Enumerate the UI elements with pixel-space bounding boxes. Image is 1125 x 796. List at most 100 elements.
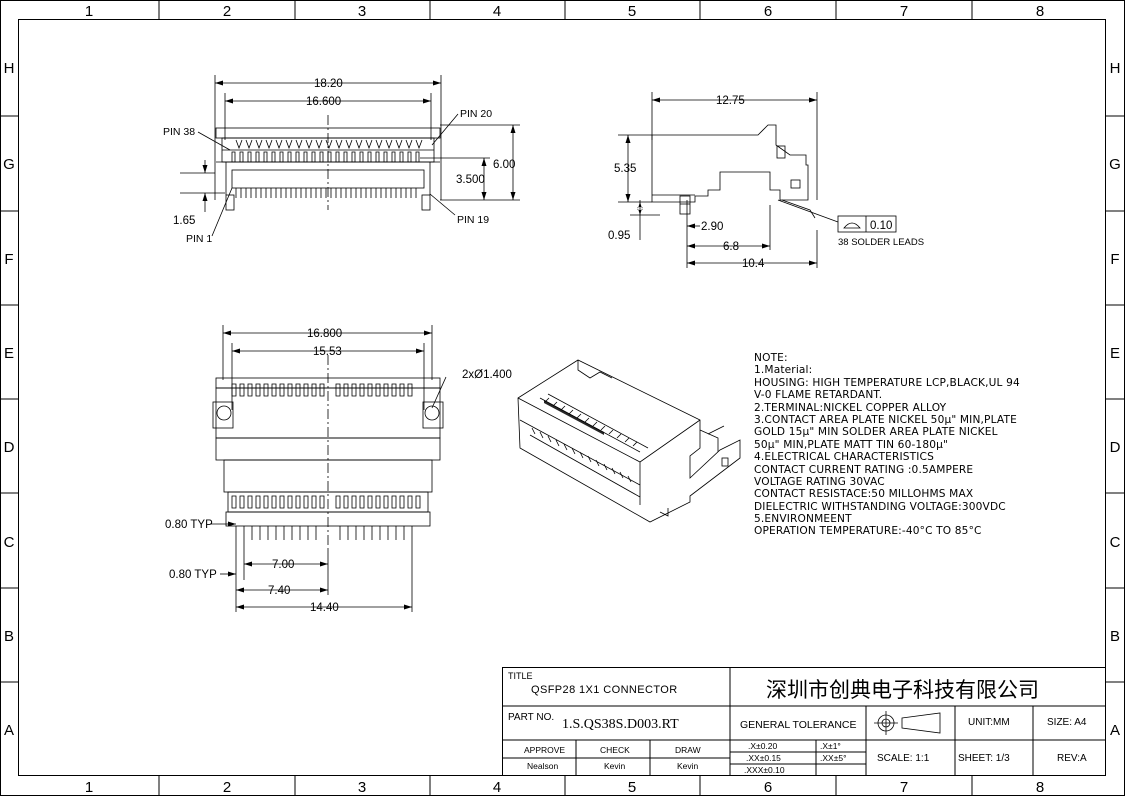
dim-700: 7.00 — [272, 559, 294, 571]
dim-1440: 14.40 — [310, 602, 339, 614]
angle-tolerance-1: .X±1° — [820, 741, 841, 751]
row-label: C — [1110, 534, 1121, 551]
row-label: B — [1110, 628, 1120, 645]
note-line: VOLTAGE RATING 30VAC — [754, 475, 885, 488]
tolerance-2: .XX±0.15 — [746, 753, 781, 763]
col-label: 2 — [223, 779, 231, 796]
row-label: H — [1110, 60, 1121, 77]
top-view-arrows — [202, 80, 516, 201]
hole-spec: 2xØ1.400 — [462, 369, 512, 381]
part-number: 1.S.QS38S.D003.RT — [562, 717, 679, 732]
pin-38-label: PIN 38 — [163, 126, 195, 138]
top-view-labels: 18.20 16.600 6.00 3.500 1.65 PIN 38 PIN … — [163, 78, 515, 245]
col-label: 3 — [358, 3, 366, 20]
col-label: 4 — [493, 3, 501, 20]
note-line: CONTACT CURRENT RATING :0.5AMPERE — [754, 463, 974, 476]
check-label: CHECK — [600, 745, 630, 755]
pin-1-label: PIN 1 — [186, 233, 212, 245]
row-label: A — [1110, 722, 1120, 739]
note-line: DIELECTRIC WITHSTANDING VOLTAGE:300VDC — [754, 500, 1006, 513]
note-line: 5.ENVIRONMEENT — [754, 513, 852, 526]
dim-overall-width: 16.800 — [307, 328, 342, 340]
isometric-contacts — [544, 400, 604, 435]
title-block-text: TITLE QSFP28 1X1 CONNECTOR 深圳市创典电子科技有限公司… — [508, 671, 1087, 775]
side-view — [618, 92, 897, 268]
pitch-typ: 0.80 TYP — [165, 519, 213, 531]
scale: SCALE: 1:1 — [877, 753, 930, 764]
note-line: CONTACT RESISTACE:50 MILLOHMS MAX — [754, 488, 974, 501]
note-line: 50μ" MIN,PLATE MATT TIN 60-180μ" — [754, 438, 949, 451]
side-view-labels: 12.75 5.35 2.90 0.95 6.8 10.4 0.10 38 SO… — [608, 95, 924, 270]
side-view-arrows — [625, 97, 817, 266]
col-label: 7 — [900, 3, 908, 20]
col-label: 4 — [493, 779, 501, 796]
title-label: TITLE — [508, 671, 533, 681]
pitch-typ: 0.80 TYP — [169, 569, 217, 581]
col-label: 6 — [764, 779, 772, 796]
notes-block: NOTE: 1.Material: HOUSING: HIGH TEMPERAT… — [754, 352, 1020, 538]
dim-740: 7.40 — [268, 585, 290, 597]
row-label: F — [4, 251, 13, 268]
note-line: 1.Material: — [754, 364, 813, 377]
projection-symbol — [874, 711, 941, 735]
note-line: GOLD 15μ" MIN SOLDER AREA PLATE NICKEL — [754, 426, 998, 439]
row-label: G — [3, 156, 15, 173]
sheet-size: SIZE: A4 — [1047, 717, 1087, 728]
revision: REV:A — [1057, 753, 1087, 764]
tolerance-1: .X±0.20 — [748, 741, 778, 751]
col-label: 7 — [900, 779, 908, 796]
isometric-view — [517, 359, 741, 523]
dim-68: 6.8 — [723, 241, 739, 253]
angle-tolerance-2: .XX±5° — [820, 753, 847, 763]
row-label: D — [1110, 439, 1121, 456]
col-label: 1 — [85, 779, 93, 796]
row-label: E — [4, 345, 14, 362]
col-label: 8 — [1036, 779, 1044, 796]
row-label: E — [1110, 345, 1120, 362]
note-line: HOUSING: HIGH TEMPERATURE LCP,BLACK,UL 9… — [754, 376, 1020, 389]
note-line: OPERATION TEMPERATURE:-40°C TO 85°C — [754, 525, 982, 538]
unit: UNIT:MM — [968, 717, 1010, 728]
col-label: 6 — [764, 3, 772, 20]
note-line: NOTE: — [754, 352, 788, 364]
tolerance-3: .XXX±0.10 — [744, 765, 785, 775]
draw-label: DRAW — [675, 745, 701, 755]
row-label: C — [4, 534, 15, 551]
drawer: Kevin — [677, 761, 699, 771]
bottom-view — [210, 325, 447, 612]
note-line: V-0 FLAME RETARDANT. — [754, 389, 883, 402]
bottom-view-labels: 16.800 15.53 2xØ1.400 0.80 TYP 0.80 TYP … — [165, 328, 512, 614]
title-block — [502, 667, 1106, 776]
company-name: 深圳市创典电子科技有限公司 — [766, 678, 1039, 702]
note-line: 4.ELECTRICAL CHARACTERISTICS — [754, 451, 934, 464]
dim-pitch-width: 16.600 — [306, 96, 341, 108]
solder-leads-note: 38 SOLDER LEADS — [838, 237, 924, 248]
col-label: 3 — [358, 779, 366, 796]
col-label: 2 — [223, 3, 231, 20]
row-label: H — [4, 60, 15, 77]
dim-height: 6.00 — [493, 159, 515, 171]
dim-length: 12.75 — [716, 95, 745, 107]
bottom-view-arrows — [223, 330, 432, 610]
col-label: 5 — [628, 779, 636, 796]
approver: Nealson — [527, 761, 558, 771]
note-line: 3.CONTACT AREA PLATE NICKEL 50μ" MIN,PLA… — [754, 413, 1017, 426]
dim-095: 0.95 — [608, 230, 630, 242]
top-view — [180, 75, 520, 237]
row-label: A — [4, 722, 14, 739]
coplanarity-value: 0.10 — [870, 220, 892, 232]
col-label: 5 — [628, 3, 636, 20]
drawing-title: QSFP28 1X1 CONNECTOR — [531, 684, 678, 696]
row-label: G — [1109, 156, 1121, 173]
approve-label: APPROVE — [524, 745, 565, 755]
dim-lead: 1.65 — [173, 215, 195, 227]
pin-19-label: PIN 19 — [457, 214, 489, 226]
dim-104: 10.4 — [742, 258, 765, 270]
dim-hole-spacing: 15.53 — [313, 346, 342, 358]
col-label: 8 — [1036, 3, 1044, 20]
row-label: D — [4, 439, 15, 456]
sheet-number: SHEET: 1/3 — [958, 753, 1010, 764]
dim-inner: 3.500 — [456, 174, 485, 186]
